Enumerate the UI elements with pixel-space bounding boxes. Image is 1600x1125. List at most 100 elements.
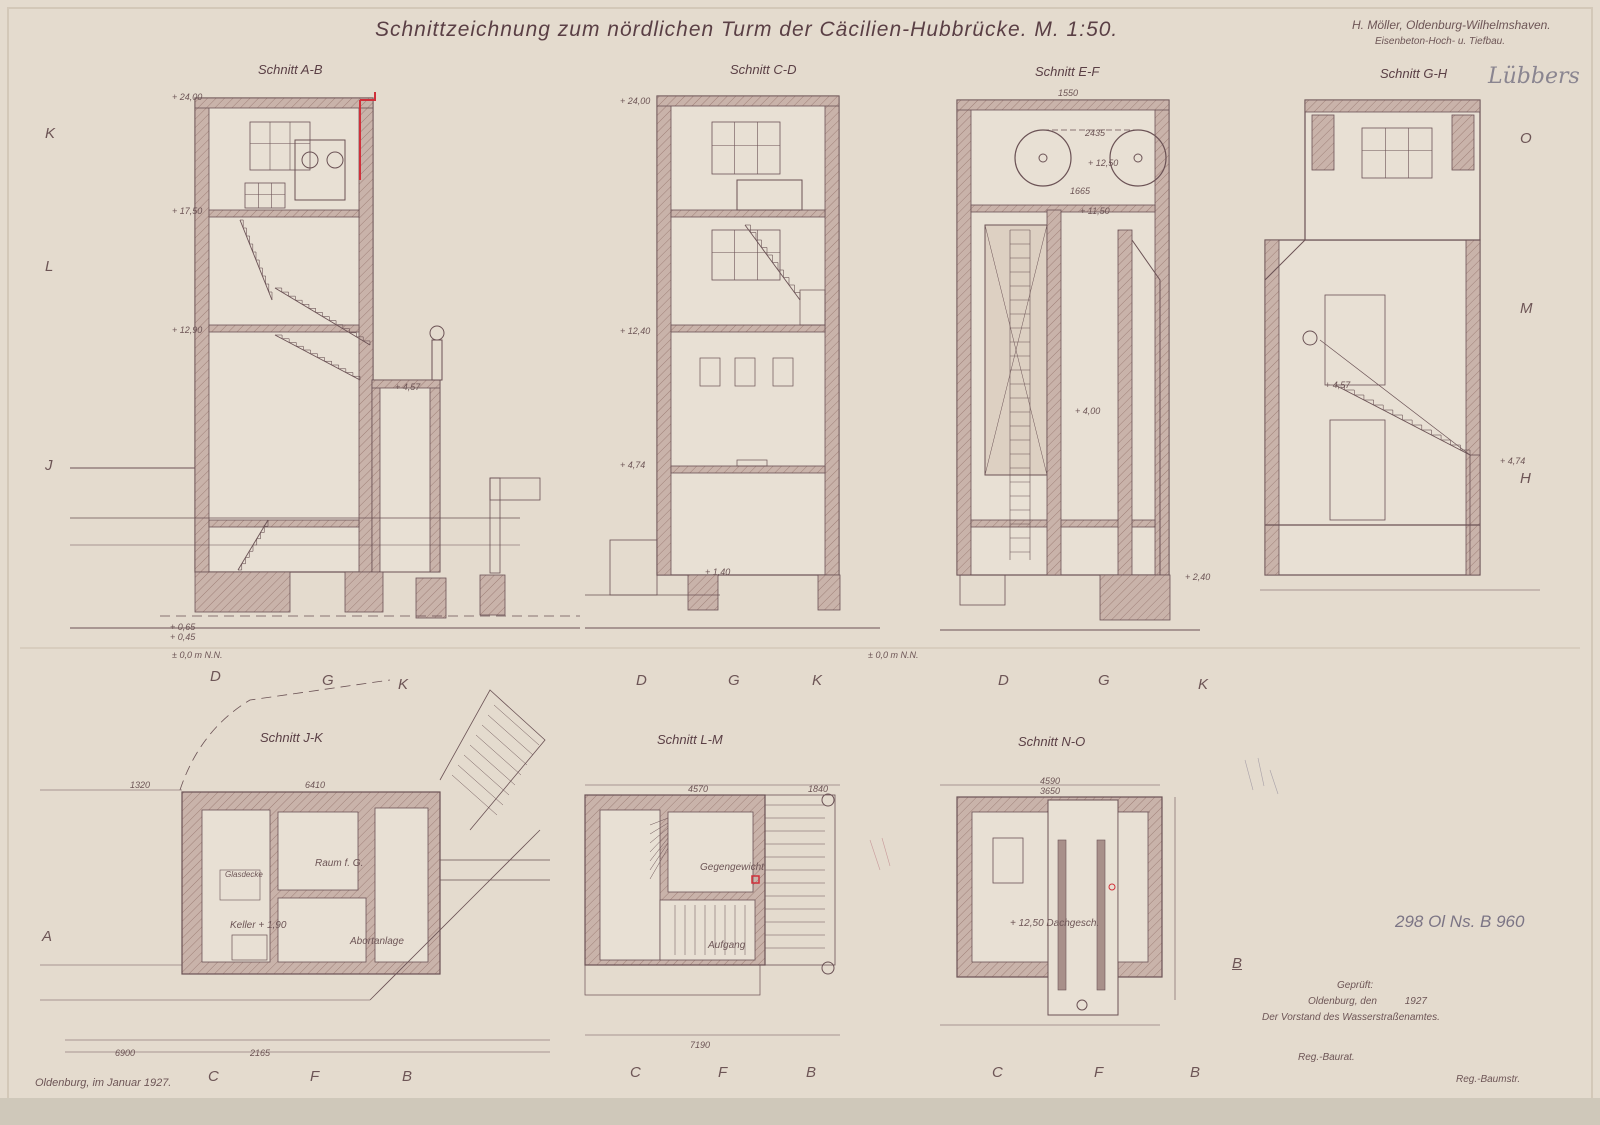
winch-drum	[301, 151, 319, 169]
level-label: + 12,50	[1088, 158, 1119, 168]
wall	[956, 99, 972, 576]
ramp-step	[469, 744, 516, 786]
stair-room	[599, 809, 661, 961]
red-marker	[1108, 883, 1116, 891]
axis-letter: D	[998, 672, 1009, 689]
guide-rail	[1096, 839, 1106, 991]
wall	[208, 209, 360, 218]
dimension-label: 6900	[115, 1048, 136, 1058]
section-marker-j: J	[45, 457, 53, 474]
section-marker-h: H	[1520, 470, 1531, 487]
section-title-gh: Schnitt G-H	[1380, 66, 1448, 81]
wall	[358, 97, 374, 573]
section-title-ef: Schnitt E-F	[1035, 64, 1100, 79]
axis-letter: B	[402, 1068, 413, 1085]
annex	[371, 379, 441, 573]
room-raum	[277, 811, 359, 891]
hatch-opening	[992, 837, 1024, 884]
roof-edge	[1131, 239, 1161, 575]
sheave-axle	[1038, 153, 1048, 163]
room-gegengewicht	[667, 811, 754, 893]
axis-letter: C	[208, 1068, 219, 1085]
room-dachgeschoss	[971, 811, 1051, 963]
approval-authority: Der Vorstand des Wasserstraßenamtes.	[1262, 1012, 1440, 1023]
section-title-jk: Schnitt J-K	[260, 730, 323, 745]
level-label: + 12,90	[172, 325, 203, 335]
axis-letter: B	[1190, 1064, 1201, 1081]
hoist-winch	[294, 139, 346, 201]
winder-step	[649, 837, 669, 862]
dimension-label: 1840	[808, 784, 829, 794]
level-label: + 24,00	[172, 92, 203, 102]
room-label: Gegengewicht	[700, 862, 764, 873]
pier	[489, 477, 501, 574]
window	[711, 121, 781, 175]
plan-base	[584, 964, 761, 996]
wall	[670, 465, 826, 474]
external-stair	[764, 794, 836, 966]
axis-letter: G	[728, 672, 740, 689]
post	[821, 793, 835, 807]
room-label: Abortanlage	[350, 936, 404, 947]
wall	[194, 97, 374, 109]
dimension-label: 7190	[690, 1040, 711, 1050]
ramp-step	[457, 764, 504, 806]
wall	[371, 379, 381, 573]
door-opening	[1324, 294, 1386, 386]
guide-rail	[1057, 839, 1067, 991]
wall	[656, 95, 840, 107]
pencil-notes	[869, 837, 891, 871]
diamond-panel	[1311, 114, 1335, 171]
foundation	[687, 574, 719, 611]
level-label: + 1,40	[705, 567, 731, 577]
section-marker-l: L	[45, 258, 54, 275]
dashed-boundary	[179, 679, 391, 791]
axis-letter: C	[992, 1064, 1003, 1081]
datum-label: ± 0,0 m N.N.	[868, 650, 919, 660]
foundation-step	[959, 574, 1006, 606]
level-label: + 0,65	[170, 622, 196, 632]
ramp-step	[487, 714, 534, 756]
ramp-step	[493, 704, 540, 746]
maker-trade: Eisenbeton-Hoch- u. Tiefbau.	[1375, 36, 1505, 47]
wall	[1046, 209, 1062, 576]
window	[711, 229, 781, 281]
red-marker	[751, 875, 760, 884]
room-middle	[277, 897, 367, 963]
wall	[670, 209, 826, 218]
archive-number: 298 Ol Ns. B 960	[1395, 912, 1525, 931]
stair-landing	[799, 289, 826, 326]
section-marker-o: O	[1520, 130, 1532, 147]
axis-letter: D	[636, 672, 647, 689]
winder-step	[649, 842, 669, 871]
winder-step	[649, 817, 669, 826]
window	[244, 182, 286, 209]
dimension-label: 1550	[1058, 88, 1079, 98]
window	[699, 357, 721, 387]
maker-name: H. Möller, Oldenburg-Wilhelmshaven.	[1352, 18, 1551, 32]
room-keller	[201, 809, 271, 963]
level-label: + 4,57	[1325, 380, 1351, 390]
red-pipe	[359, 92, 376, 180]
axis-letter: D	[210, 668, 221, 685]
shaft-diagonal	[984, 224, 1048, 476]
opening	[1329, 419, 1386, 521]
level-label: + 4,00	[1075, 406, 1101, 416]
room-label: Raum f. G.	[315, 858, 364, 869]
approval-role-baumeister: Reg.-Baumstr.	[1456, 1074, 1521, 1085]
axis-letter: K	[812, 672, 823, 689]
approval-place-date: Oldenburg, den 1927	[1308, 996, 1427, 1007]
foundation	[479, 574, 506, 616]
axis-letter: K	[1198, 676, 1209, 693]
level-label: + 4,74	[620, 460, 646, 470]
window	[249, 121, 311, 171]
pencil-notes	[1244, 757, 1279, 795]
foundation	[415, 577, 447, 619]
wall	[371, 379, 441, 389]
level-label: + 12,40	[620, 326, 651, 336]
dimension-label: 1665	[1070, 186, 1091, 196]
level-label: + 4,57	[395, 382, 421, 392]
room-label: Keller + 1,90	[230, 920, 287, 931]
stair-plan	[231, 934, 268, 961]
